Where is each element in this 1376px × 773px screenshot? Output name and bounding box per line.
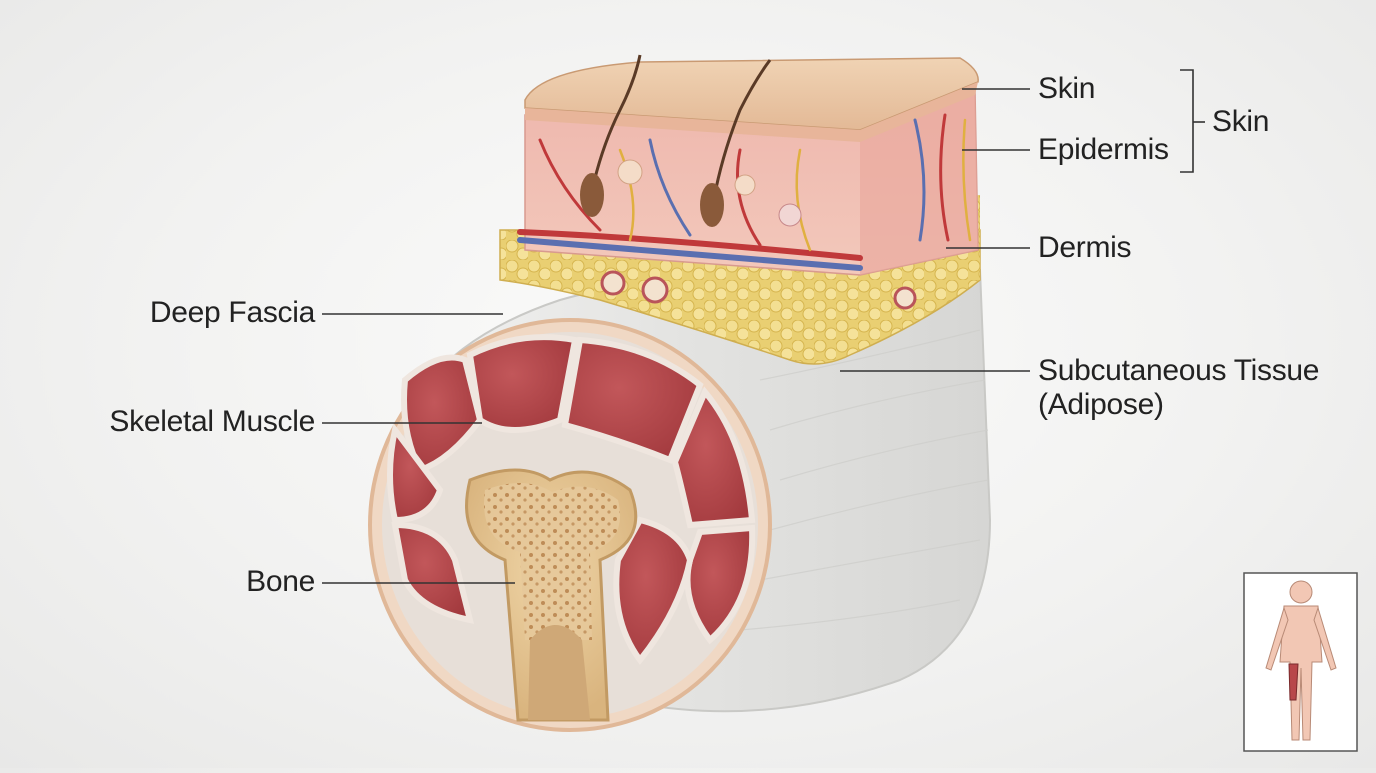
label-subcutaneous-line2: (Adipose) [1038,388,1164,421]
marrow-cavity [528,625,590,720]
label-subcutaneous-tissue: Subcutaneous Tissue (Adipose) [1038,354,1319,422]
vessel-network [517,113,972,271]
label-skeletal-muscle: Skeletal Muscle [109,405,315,438]
label-skin-group: Skin [1212,105,1270,138]
skeletal-muscle-group [387,334,756,665]
human-figure-icon [1265,580,1337,741]
vessel-section [893,286,917,310]
epidermis-edge [525,82,978,142]
hair-follicles [580,54,802,227]
label-dermis: Dermis [1038,231,1132,264]
label-epidermis: Epidermis [1038,133,1169,166]
leader-lines [322,69,1205,584]
label-subcutaneous-line1: Subcutaneous Tissue [1038,354,1320,387]
dermis-side [860,90,978,275]
fascia-fibers [739,329,989,631]
label-deep-fascia: Deep Fascia [149,296,315,329]
vessel-section [641,276,669,304]
locator-inset [1243,572,1358,752]
skin-surface [524,57,979,131]
label-bone: Bone [246,565,315,598]
label-skin: Skin [1038,72,1096,105]
vessel-section [600,270,626,296]
spongy-bone [484,482,621,640]
